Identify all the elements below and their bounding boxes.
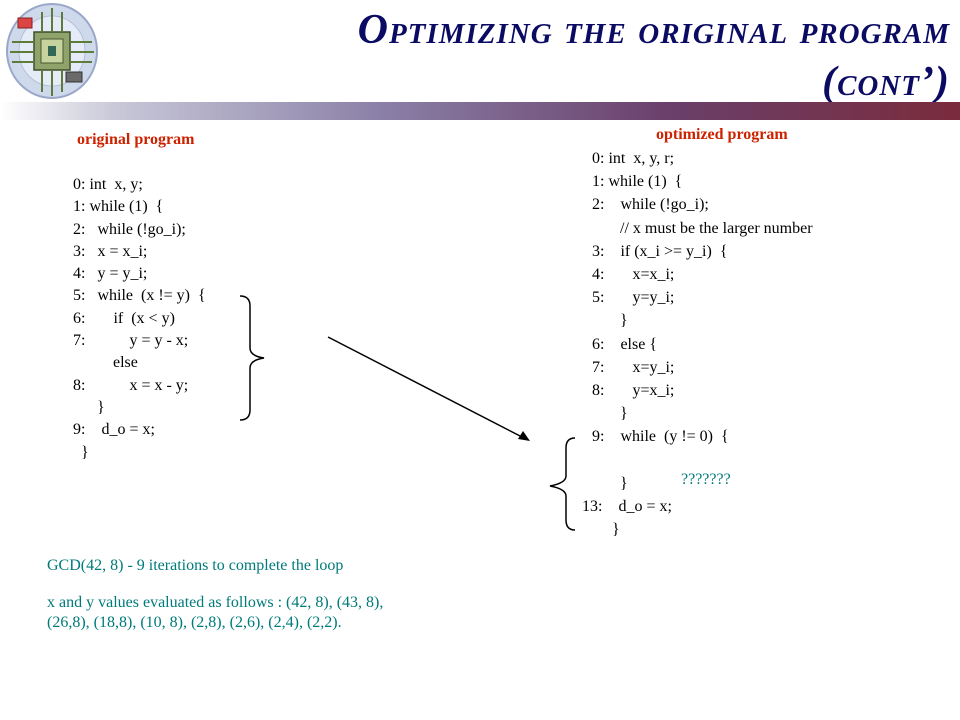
code-line: 4: y = y_i; <box>73 265 148 283</box>
code-line: } <box>592 474 628 492</box>
optimized-program-heading: optimized program <box>656 126 788 143</box>
xy-values-line-2: (26,8), (18,8), (10, 8), (2,8), (2,6), (… <box>47 614 342 631</box>
code-line: 2: while (!go_i); <box>592 196 709 214</box>
xy-values-note: x and y values evaluated as follows : (4… <box>47 593 383 633</box>
code-line: 9: d_o = x; <box>73 421 155 439</box>
code-line: 8: x = x - y; <box>73 376 189 394</box>
code-line <box>592 448 813 471</box>
code-line: } <box>592 521 620 538</box>
code-line: 7: y = y - x; <box>73 332 189 350</box>
code-line: 9: while (y != 0) { <box>592 428 729 446</box>
xy-values-line-1: x and y values evaluated as follows : (4… <box>47 594 384 611</box>
code-line: else <box>73 354 138 372</box>
optimized-program-code: 0: int x, y, r; 1: while (1) { 2: while … <box>582 147 813 541</box>
code-line: 5: while (x != y) { <box>73 287 206 305</box>
title-line-1: Optimizing the original program <box>357 7 950 53</box>
code-line: 1: while (1) { <box>592 173 683 191</box>
code-line: } <box>592 405 628 423</box>
code-line: 7: x=y_i; <box>592 358 675 376</box>
title-divider-bar <box>0 102 960 120</box>
code-line: 3: if (x_i >= y_i) { <box>592 242 728 260</box>
circuit-chip-logo-icon <box>6 3 98 99</box>
original-program-heading: original program <box>77 131 195 148</box>
left-brace-icon <box>549 437 576 531</box>
code-line: 6: if (x < y) <box>73 309 175 327</box>
transform-arrow-icon <box>327 336 523 438</box>
code-line: 6: else { <box>592 335 657 353</box>
arrow-head-icon <box>518 431 530 441</box>
gcd-iterations-note: GCD(42, 8) - 9 iterations to complete th… <box>47 557 344 574</box>
code-line: 13: d_o = x; <box>582 497 672 515</box>
code-line: 0: int x, y, r; <box>592 150 675 167</box>
loop-body-placeholder: ??????? <box>681 471 731 488</box>
code-line: // x must be the larger number <box>592 219 813 237</box>
code-line: 1: while (1) { <box>73 198 164 216</box>
code-line: 0: int x, y; <box>73 176 143 193</box>
right-brace-icon <box>239 295 265 421</box>
code-line: 4: x=x_i; <box>592 265 675 283</box>
code-line: 8: y=x_i; <box>592 381 675 399</box>
code-line: 3: x = x_i; <box>73 242 148 260</box>
slide-title: Optimizing the original program (cont’) <box>170 4 950 108</box>
code-line: } <box>592 312 628 330</box>
code-line: 2: while (!go_i); <box>73 220 186 238</box>
code-line: } <box>73 398 105 416</box>
code-line: } <box>73 443 89 461</box>
title-line-2: (cont’) <box>822 59 950 105</box>
code-line: 5: y=y_i; <box>592 289 675 307</box>
original-program-code: 0: int x, y; 1: while (1) { 2: while (!g… <box>73 174 206 464</box>
